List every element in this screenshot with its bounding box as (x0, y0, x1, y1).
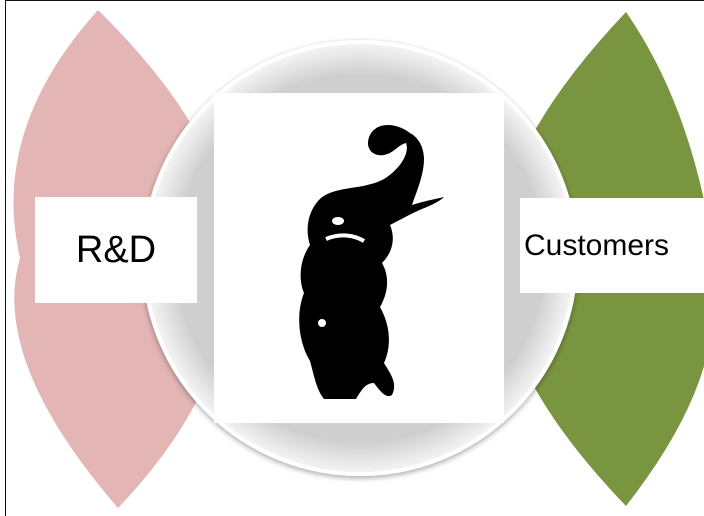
frame-border-left (5, 0, 6, 516)
frame-border-top (5, 0, 704, 1)
rd-label: R&D (35, 197, 197, 303)
elephant-icon (299, 124, 444, 399)
rd-label-text: R&D (75, 228, 157, 271)
logo-panel (214, 93, 504, 423)
customers-label: Customers (520, 198, 704, 293)
customers-label-text: Customers (524, 228, 670, 262)
